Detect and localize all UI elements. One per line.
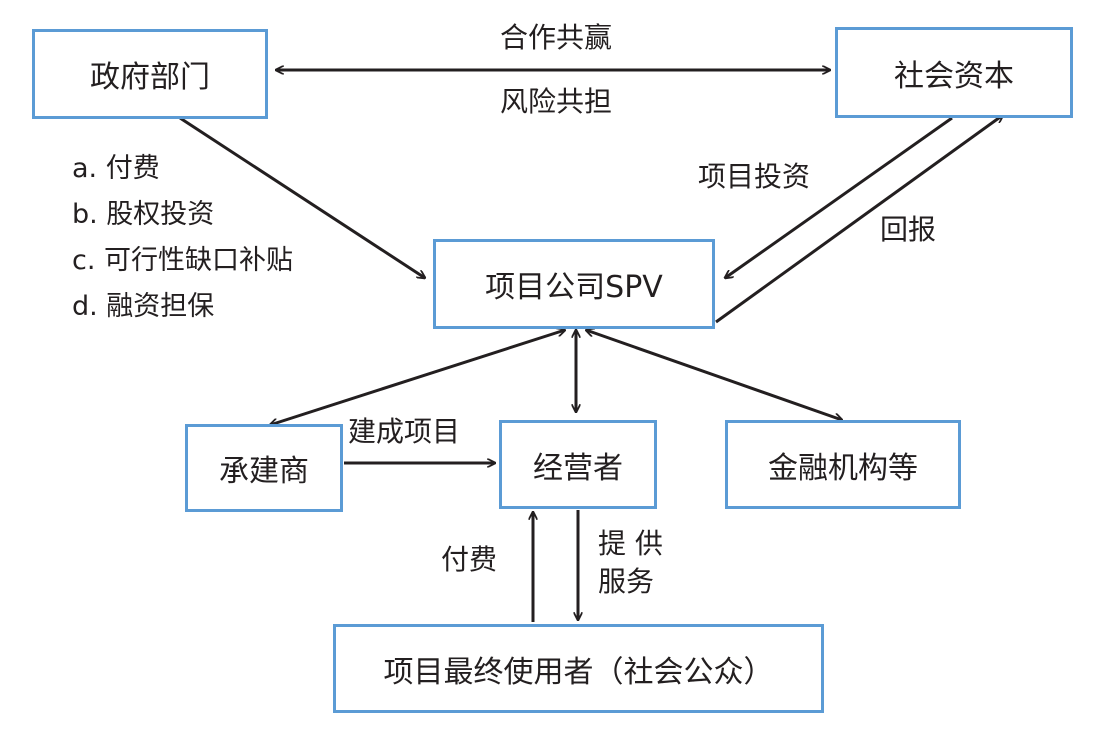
- contractor-box: 承建商: [185, 424, 343, 512]
- label-provide-service-2: 服务: [598, 565, 655, 598]
- social-capital-box: 社会资本: [835, 27, 1073, 118]
- label-return: 回报: [880, 213, 937, 246]
- government-support-list: a. 付费 b. 股权投资 c. 可行性缺口补贴 d. 融资担保: [72, 146, 293, 330]
- support-item-equity: b. 股权投资: [72, 199, 215, 230]
- government-box: 政府部门: [32, 29, 268, 119]
- financial-box: 金融机构等: [725, 420, 961, 509]
- operator-box: 经营者: [499, 420, 657, 509]
- end-users-box: 项目最终使用者（社会公众）: [333, 624, 824, 713]
- arrow-return: [715, 115, 1003, 324]
- support-item-gap-subsidy: c. 可行性缺口补贴: [72, 245, 294, 276]
- support-item-pay: a. 付费: [72, 153, 160, 184]
- support-item-guarantee: d. 融资担保: [72, 291, 215, 322]
- label-cooperation: 合作共赢: [500, 21, 613, 54]
- label-project-investment: 项目投资: [698, 160, 811, 193]
- label-provide-service-1: 提 供: [598, 527, 663, 560]
- arrow-spv-financial: [586, 330, 842, 420]
- arrow-spv-contractor: [270, 330, 565, 425]
- label-build-project: 建成项目: [348, 415, 461, 448]
- arrow-investment: [725, 116, 953, 278]
- arrow-gov-spv: [179, 116, 425, 278]
- label-pay: 付费: [441, 543, 498, 576]
- spv-box: 项目公司SPV: [433, 239, 715, 329]
- label-risk-sharing: 风险共担: [500, 85, 613, 118]
